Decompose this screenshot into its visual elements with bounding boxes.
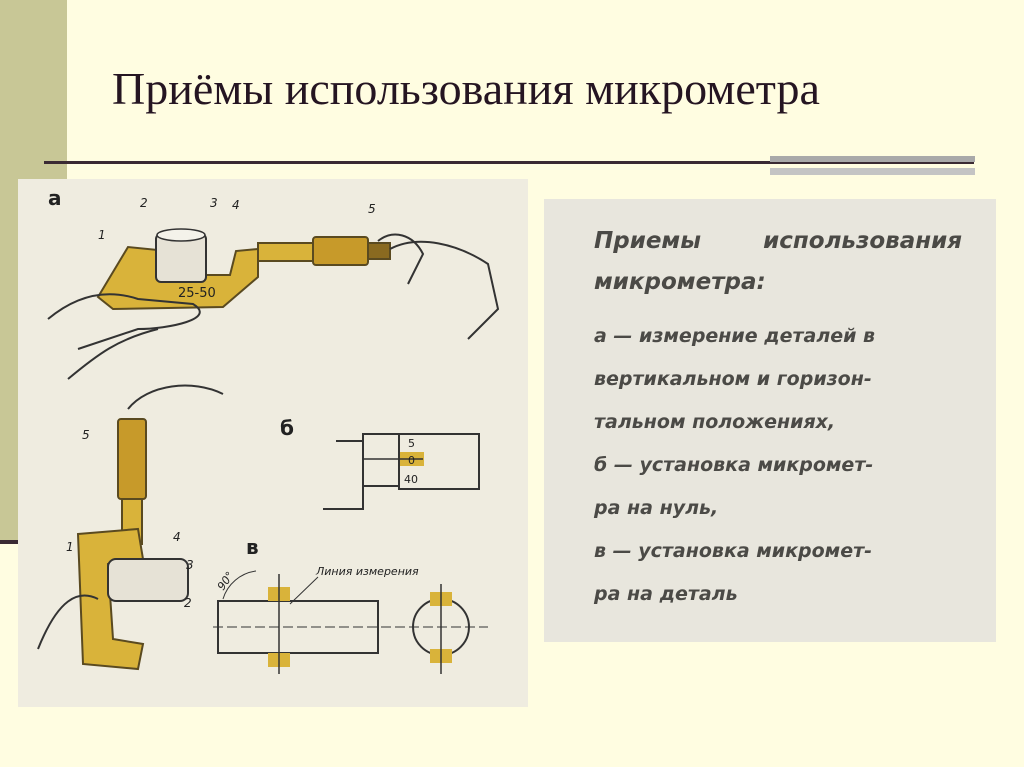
caption-line: тальном положениях, xyxy=(594,411,836,433)
title-divider-accent xyxy=(770,156,975,162)
callout-4-a: 4 xyxy=(232,198,240,212)
micrometer-horizontal xyxy=(47,228,500,380)
callout-2-v: 2 xyxy=(184,596,192,610)
zero-setting-scale xyxy=(323,433,480,510)
caption-heading-line1: Приемы использования xyxy=(594,228,962,254)
caption-line: ра на нуль, xyxy=(594,497,719,519)
caption-line: а — измерение деталей в xyxy=(594,325,876,347)
angle-label: 90° xyxy=(215,569,237,592)
panel-a-label: а xyxy=(48,186,62,210)
scale-value-5: 5 xyxy=(408,437,415,450)
caption-heading-line2: микрометра: xyxy=(594,269,766,295)
callout-3-v: 3 xyxy=(186,558,194,572)
micrometer-drawing: а 25-50 1 2 3 4 5 5 1 4 xyxy=(37,186,500,674)
callout-5-a: 5 xyxy=(368,202,376,216)
callout-3-a: 3 xyxy=(210,196,218,210)
title-divider xyxy=(44,161,974,164)
callout-4-v: 4 xyxy=(173,530,181,544)
caption-line: б — установка микромет- xyxy=(594,454,874,476)
callout-2-a: 2 xyxy=(140,196,148,210)
micrometer-illustration: а 25-50 1 2 3 4 5 5 1 4 xyxy=(18,179,528,707)
frame-marking: 25-50 xyxy=(178,286,216,301)
caption-heading: Приемы использования микрометра: xyxy=(594,221,962,303)
scale-value-40: 40 xyxy=(404,473,418,486)
callout-1-a: 1 xyxy=(98,228,106,242)
scale-value-0: 0 xyxy=(408,454,415,467)
caption-panel: Приемы использования микрометра: а — изм… xyxy=(544,199,996,642)
measure-line-label: Линия измерения xyxy=(315,565,419,578)
callout-5-v: 5 xyxy=(82,428,90,442)
panel-v-label: в xyxy=(246,535,259,559)
measurement-diagram xyxy=(213,570,488,674)
caption-line: вертикальном и горизон- xyxy=(594,368,872,390)
callout-1-v: 1 xyxy=(66,540,74,554)
caption-body: а — измерение деталей в вертикальном и г… xyxy=(594,315,962,616)
slide-title: Приёмы использования микрометра xyxy=(112,63,820,114)
caption-line: ра на деталь xyxy=(594,583,738,605)
caption-line: в — установка микромет- xyxy=(594,540,872,562)
title-divider-accent-2 xyxy=(770,168,975,175)
panel-b-label: б xyxy=(280,416,294,440)
micrometer-vertical xyxy=(37,384,224,671)
